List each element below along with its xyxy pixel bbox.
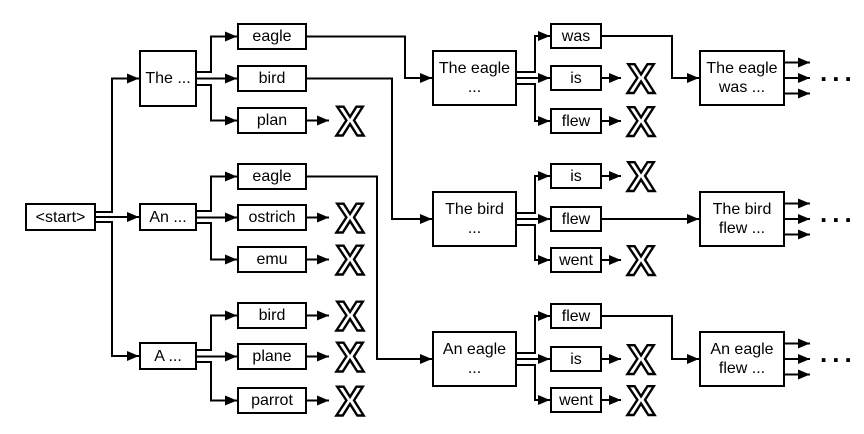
- edge-bird-to-the-bird: [307, 77, 432, 224]
- node-label-line2: was ...: [718, 79, 766, 96]
- node-label-line2: ...: [467, 79, 482, 96]
- node-label: emu: [256, 251, 288, 268]
- node-label-line2: flew ...: [718, 360, 766, 377]
- edge-an-to-eagle: [197, 171, 237, 212]
- node-is-candidate: is: [550, 65, 602, 91]
- node-label: The ...: [145, 70, 191, 87]
- node-label: bird: [258, 307, 286, 324]
- pruned-x-icon: X: [336, 237, 364, 284]
- node-label-line1: The bird: [712, 201, 772, 218]
- node-an-eagle-prefix: An eagle ...: [432, 331, 517, 387]
- pruned-x-icon: X: [627, 237, 655, 284]
- pruned-x-icon: X: [627, 377, 655, 424]
- node-flew-candidate: flew: [550, 206, 602, 232]
- node-was-candidate: was: [550, 23, 602, 49]
- edge-an-to-emu: [197, 222, 237, 265]
- pruned-x-icon: X: [336, 98, 364, 145]
- edge-eagle-to-the-eagle: [307, 35, 432, 83]
- pruned-x-icon: X: [336, 195, 364, 242]
- edge-start-to-a: [96, 221, 139, 361]
- node-flew-candidate: flew: [550, 303, 602, 329]
- node-the-eagle-prefix: The eagle ...: [432, 50, 517, 106]
- node-label: ostrich: [248, 209, 296, 226]
- node-label-line1: An eagle: [710, 341, 774, 358]
- node-the-eagle-candidate: eagle: [237, 23, 307, 50]
- pruned-x-icon: X: [627, 336, 655, 383]
- edge-a-to-bird: [197, 310, 237, 351]
- node-label: plane: [252, 348, 292, 365]
- node-label: An ...: [149, 208, 187, 226]
- node-label: <start>: [35, 208, 86, 226]
- node-label-line2: flew ...: [718, 220, 766, 237]
- node-a: A ...: [139, 342, 197, 370]
- node-label-line1: The eagle: [706, 60, 778, 77]
- node-label: parrot: [251, 392, 293, 409]
- node-an-emu-candidate: emu: [237, 246, 307, 273]
- node-went-candidate: went: [550, 247, 602, 273]
- node-label-line2: ...: [467, 360, 482, 377]
- ellipsis-text: ...: [820, 57, 857, 87]
- edge-was-to-the-eagle-was: [602, 35, 699, 83]
- node-an-ostrich-candidate: ostrich: [237, 204, 307, 231]
- node-is-candidate: is: [550, 346, 602, 372]
- edge-an-eagle-to-flew: [517, 311, 550, 354]
- node-an-eagle-flew-prefix: An eagle flew ...: [699, 331, 785, 387]
- node-flew-candidate: flew: [550, 108, 602, 134]
- node-a-plane-candidate: plane: [237, 343, 307, 370]
- node-a-bird-candidate: bird: [237, 302, 307, 329]
- node-the-bird-candidate: bird: [237, 65, 307, 92]
- node-an-eagle-candidate: eagle: [237, 163, 307, 190]
- pruned-x-icon: X: [627, 153, 655, 200]
- node-label: is: [570, 167, 582, 185]
- node-label-line2: ...: [467, 220, 482, 237]
- edge-the-to-eagle: [197, 31, 237, 73]
- edge-the-eagle-to-flew: [517, 83, 550, 126]
- edge-the-to-plan: [197, 84, 237, 126]
- node-label: went: [559, 391, 593, 409]
- pruned-x-icon: X: [336, 293, 364, 340]
- node-label: eagle: [252, 168, 292, 185]
- node-the-eagle-was-prefix: The eagle was ...: [699, 50, 785, 106]
- pruned-x-icon: X: [336, 378, 364, 425]
- node-label: flew: [561, 307, 591, 325]
- node-is-candidate: is: [550, 163, 602, 189]
- node-the: The ...: [139, 50, 197, 107]
- node-label-line1: The bird: [445, 201, 504, 218]
- pruned-x-icon: X: [627, 98, 655, 145]
- node-the-bird-flew-prefix: The bird flew ...: [699, 191, 785, 247]
- edge-flew-to-an-eagle-flew: [602, 315, 699, 364]
- node-label: plan: [256, 112, 288, 129]
- pruned-x-icon: X: [336, 334, 364, 381]
- node-label: went: [559, 251, 593, 269]
- node-label: flew: [561, 112, 591, 130]
- node-the-plan-candidate: plan: [237, 107, 307, 134]
- node-an: An ...: [139, 203, 197, 231]
- node-a-parrot-candidate: parrot: [237, 387, 307, 414]
- node-label-line1: The eagle: [438, 60, 511, 77]
- node-label: bird: [258, 70, 286, 87]
- node-label: A ...: [154, 347, 182, 365]
- node-label: was: [561, 27, 591, 45]
- edge-the-bird-to-is: [517, 171, 550, 214]
- node-label: eagle: [252, 28, 292, 45]
- edge-the-eagle-to-was: [517, 31, 550, 73]
- node-went-candidate: went: [550, 387, 602, 413]
- edge-an-eagle-to-went: [517, 364, 550, 405]
- node-label-line1: An eagle: [442, 341, 507, 358]
- edge-eagle-to-an-eagle: [307, 175, 432, 364]
- node-the-bird-prefix: The bird ...: [432, 191, 517, 247]
- edge-a-to-parrot: [197, 361, 237, 406]
- node-label: flew: [561, 210, 591, 228]
- ellipsis-text: ...: [820, 338, 857, 368]
- node-label: is: [570, 69, 582, 87]
- pruned-x-icon: X: [627, 55, 655, 102]
- edge-start-to-the: [96, 73, 139, 213]
- node-start: <start>: [25, 203, 96, 231]
- ellipsis-text: ...: [820, 198, 857, 228]
- node-label: is: [570, 350, 582, 368]
- edge-the-bird-to-went: [517, 224, 550, 265]
